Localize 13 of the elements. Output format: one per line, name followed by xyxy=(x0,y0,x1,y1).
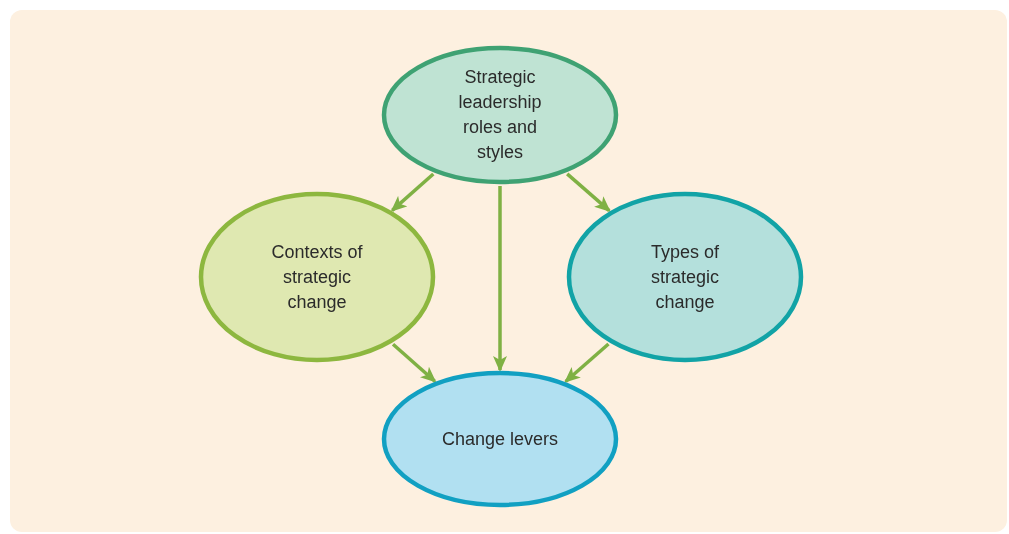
arrow xyxy=(391,343,437,383)
ellipse-node xyxy=(197,190,437,364)
arrow xyxy=(390,172,435,212)
ellipse-node xyxy=(380,369,620,509)
ellipse-node xyxy=(565,190,805,364)
node-label: Types of strategic change xyxy=(649,240,720,314)
arrow xyxy=(566,172,611,212)
node-label: Strategic leadership roles and styles xyxy=(457,66,543,164)
node-label: Change levers xyxy=(440,427,560,451)
node-label: Contexts of strategic change xyxy=(270,240,364,314)
arrow xyxy=(493,186,507,372)
arrow xyxy=(564,342,610,383)
ellipse-node xyxy=(380,44,620,186)
